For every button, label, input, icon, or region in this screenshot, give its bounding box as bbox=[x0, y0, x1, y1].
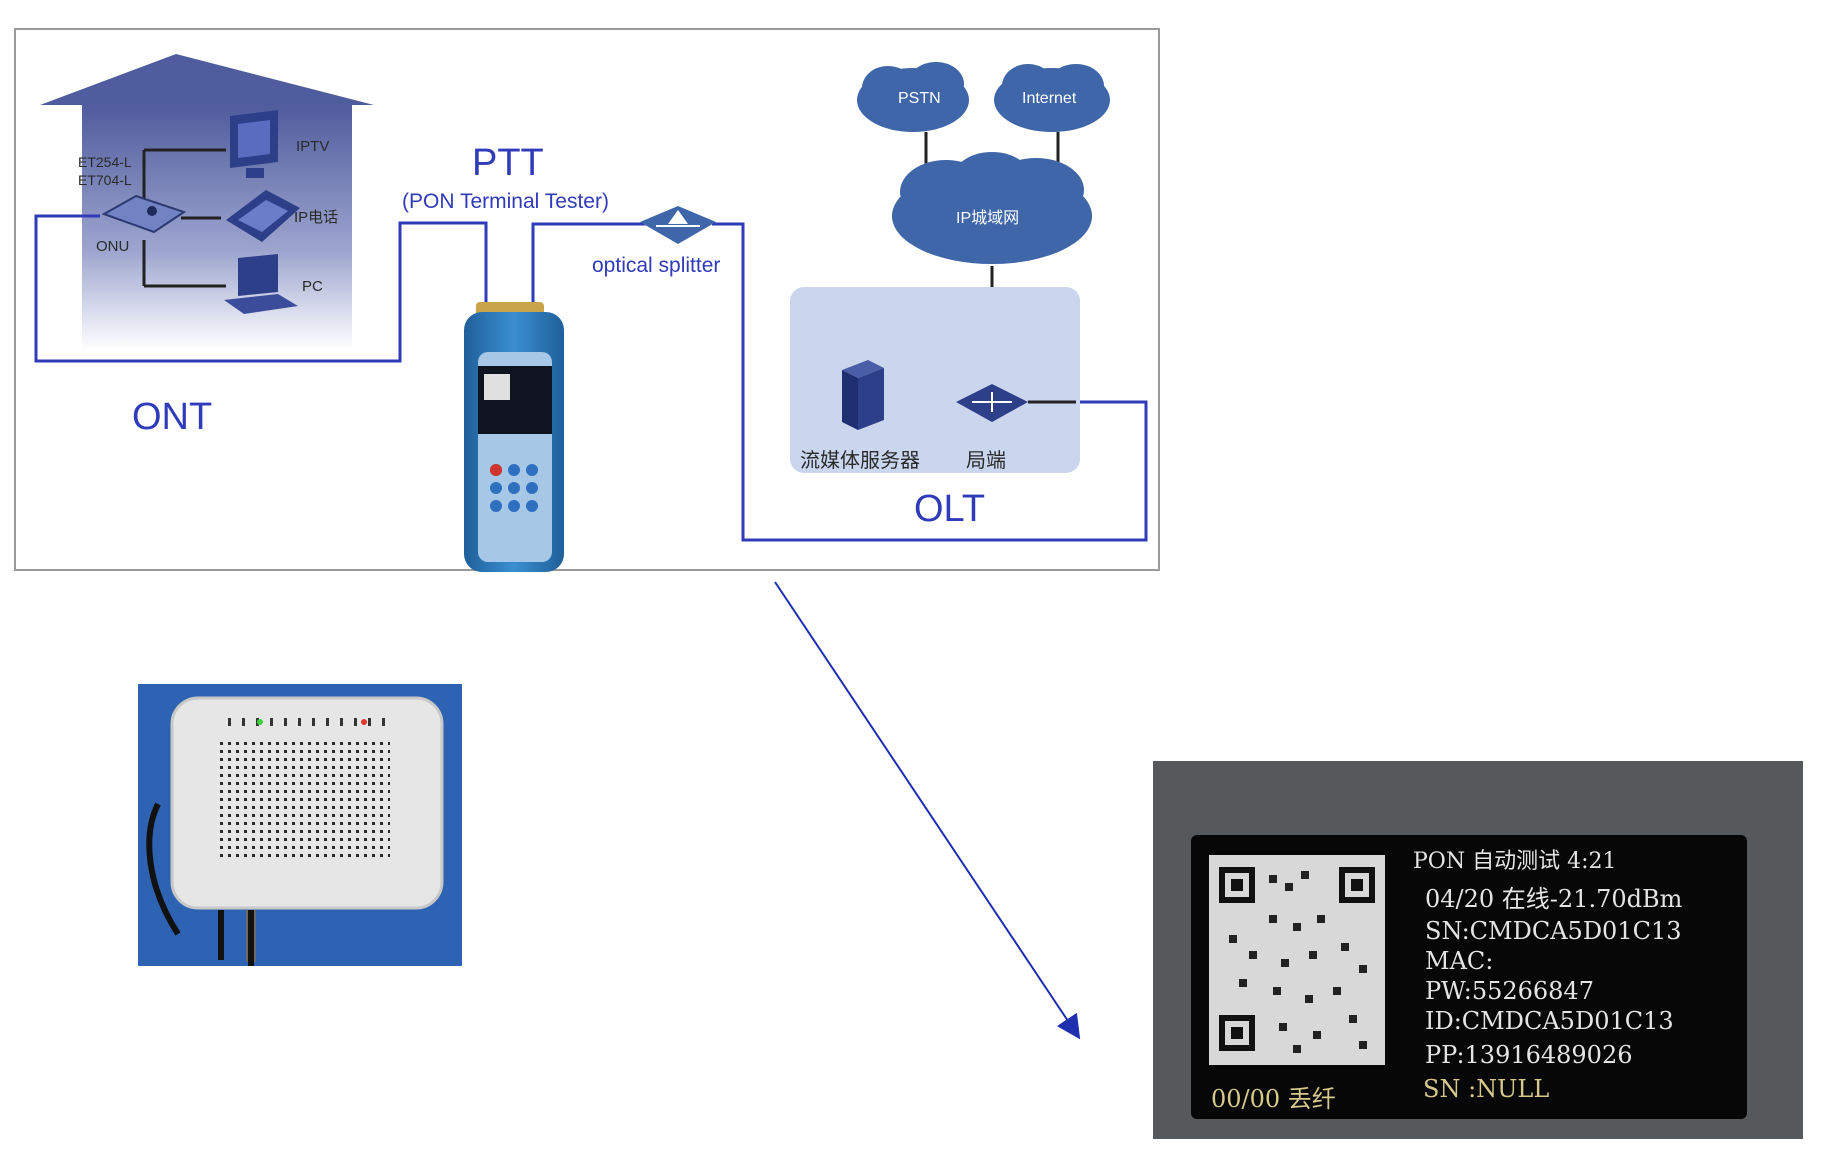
monitor-icon bbox=[230, 110, 278, 178]
pstn-cloud-icon bbox=[857, 62, 969, 132]
switch-icon bbox=[956, 384, 1028, 422]
metro-network-label: IP城域网 bbox=[956, 210, 1020, 227]
internet-label: Internet bbox=[1022, 90, 1077, 107]
internet-cloud-icon bbox=[994, 64, 1110, 132]
ip-phone-icon bbox=[226, 190, 300, 242]
onu-model-line2: ET704-L bbox=[78, 172, 132, 188]
ptt-title: PTT bbox=[472, 142, 544, 184]
screen-pp-line: PP:13916489026 bbox=[1425, 1041, 1633, 1069]
optical-splitter-icon bbox=[640, 206, 716, 244]
fiber-splitter-to-olt bbox=[712, 222, 1148, 542]
ip-phone-label: IP电话 bbox=[294, 209, 339, 226]
network-diagram: ET254-L ET704-L ONU IPTV IP电话 PC ONT PTT… bbox=[14, 28, 1160, 572]
onu-icon bbox=[101, 194, 187, 234]
screen-bottom-left: 00/00 丢纤 bbox=[1211, 1085, 1336, 1113]
ont-label: ONT bbox=[132, 396, 213, 438]
onu-photo bbox=[138, 684, 462, 966]
pc-label: PC bbox=[302, 278, 323, 295]
pstn-label: PSTN bbox=[898, 90, 941, 107]
metro-network-cloud-icon bbox=[892, 152, 1092, 264]
screen-bottom-right: SN :NULL bbox=[1423, 1075, 1550, 1103]
house-icon bbox=[40, 54, 374, 350]
onu-model-line1: ET254-L bbox=[78, 154, 132, 170]
ptt-subtitle: (PON Terminal Tester) bbox=[402, 190, 609, 213]
tester-screen-photo: PON 自动测试 4:21 04/20 在线-21.70dBm SN:CMDCA… bbox=[1153, 761, 1803, 1139]
onu-router-image bbox=[138, 684, 462, 966]
screen-pw-line: PW:55266847 bbox=[1425, 977, 1594, 1005]
screen-id-line: ID:CMDCA5D01C13 bbox=[1425, 1007, 1674, 1035]
streaming-server-icon bbox=[842, 360, 884, 430]
switch-label: 局端 bbox=[966, 450, 1006, 472]
fiber-tester-to-splitter bbox=[531, 222, 666, 308]
pon-terminal-tester-icon bbox=[464, 302, 564, 572]
screen-header: PON 自动测试 4:21 bbox=[1413, 849, 1617, 874]
streaming-server-label: 流媒体服务器 bbox=[800, 450, 920, 472]
olt-label: OLT bbox=[914, 488, 986, 530]
splitter-label: optical splitter bbox=[592, 254, 721, 277]
tester-lcd: PON 自动测试 4:21 04/20 在线-21.70dBm SN:CMDCA… bbox=[1191, 835, 1747, 1119]
diagram-graphics bbox=[34, 54, 1148, 572]
screen-mac-line: MAC: bbox=[1425, 947, 1494, 975]
screen-status-line: 04/20 在线-21.70dBm bbox=[1425, 885, 1683, 913]
fiber-ont-to-tester bbox=[34, 214, 488, 363]
pc-icon bbox=[224, 254, 298, 314]
onu-label: ONU bbox=[96, 238, 130, 255]
screen-sn-line: SN:CMDCA5D01C13 bbox=[1425, 917, 1682, 945]
iptv-label: IPTV bbox=[296, 138, 330, 155]
qr-code-icon bbox=[1209, 855, 1385, 1065]
